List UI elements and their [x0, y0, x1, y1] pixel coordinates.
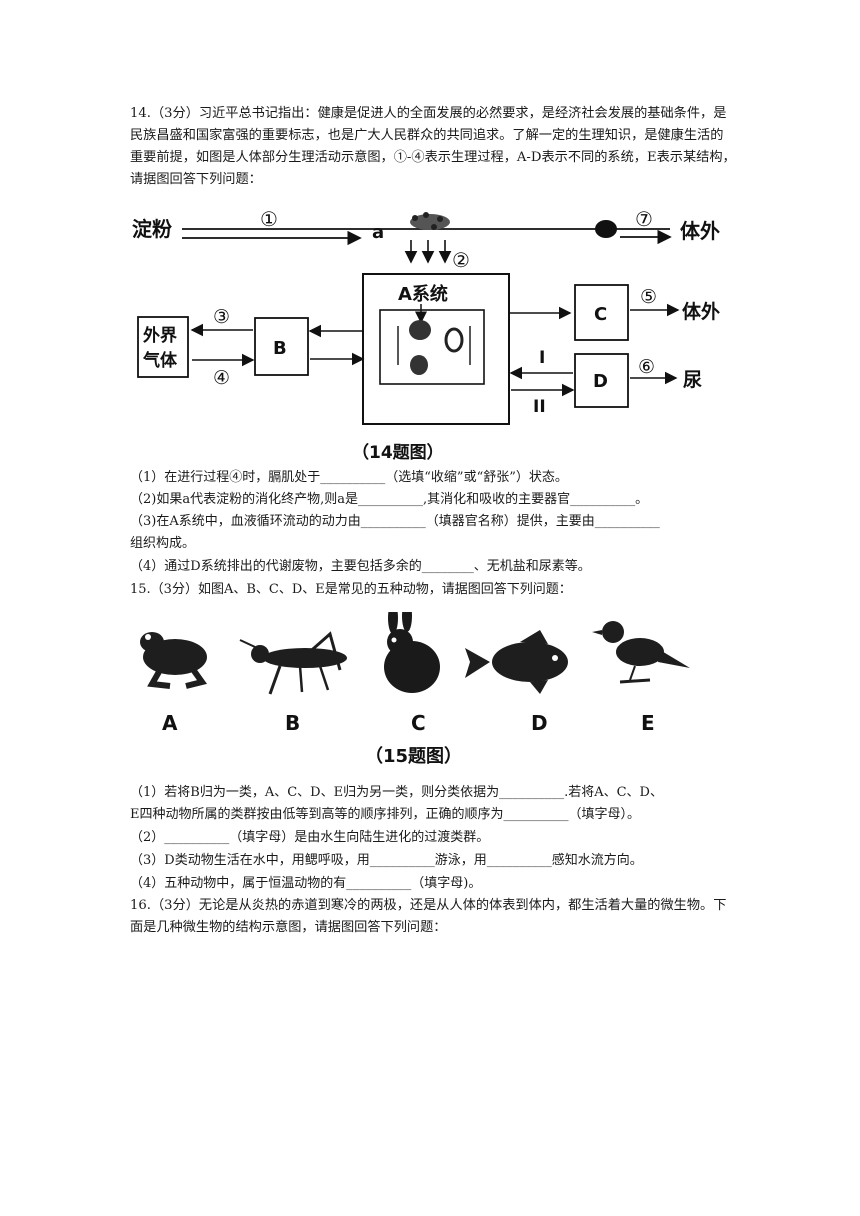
figure-15-animals: A B C D E （15题图） — [140, 612, 690, 767]
q15-sub2: （2）__________（填字母）是由水生向陆生进化的过渡类群。 — [130, 830, 490, 845]
bird-icon — [592, 621, 690, 684]
fig14-outside-1: 体外 — [680, 219, 720, 243]
fig15-label-d: D — [531, 711, 548, 735]
fig14-gas-line2: 气体 — [142, 350, 178, 371]
q14-intro: 14.（3分）习近平总书记指出：健康是促进人的全面发展的必然要求，是经济社会发展… — [130, 106, 736, 187]
fig15-label-b: B — [285, 711, 300, 735]
fig14-system-a: A系统 — [398, 283, 448, 305]
fig14-route-ii: II — [533, 397, 546, 417]
q15-sub4: （4）五种动物中，属于恒温动物的有__________（填字母)。 — [130, 876, 482, 891]
fig15-label-a: A — [162, 711, 178, 735]
feces-icon — [595, 220, 617, 238]
heart-chambers-icon — [409, 320, 464, 375]
q14-sub4: （4）通过D系统排出的代谢废物，主要包括多余的________、无机盐和尿素等。 — [130, 559, 591, 574]
fig14-b-label: B — [273, 338, 287, 359]
fig15-label-c: C — [411, 711, 426, 735]
q16-intro: 16.（3分）无论是从炎热的赤道到寒冷的两极，还是从人体的体表到体内，都生活着大… — [130, 898, 727, 935]
q14-sub1: （1）在进行过程④时，膈肌处于__________（选填“收缩”或“舒张”）状态… — [130, 470, 568, 485]
figure-14-diagram: 淀粉 ① a ② ⑦ 体外 A系统 B 外界 气体 ③ ④ C ⑤ — [132, 207, 720, 463]
fish-icon — [465, 630, 568, 694]
fig14-c-label: C — [594, 304, 607, 325]
fig14-process-1: ① — [260, 207, 278, 231]
q14-sub3b: 组织构成。 — [130, 536, 196, 551]
fig15-label-e: E — [641, 711, 655, 735]
fig14-gas-line1: 外界 — [143, 325, 177, 346]
chyme-icon — [410, 212, 450, 230]
fig14-process-7: ⑦ — [635, 207, 653, 231]
fig15-caption: （15题图） — [365, 746, 462, 767]
fig14-process-2: ② — [452, 248, 470, 272]
fig14-d-label: D — [593, 371, 608, 392]
rabbit-icon — [384, 612, 440, 693]
grasshopper-icon — [239, 631, 347, 695]
fig14-a-label: a — [372, 222, 384, 243]
fig14-process-6: ⑥ — [638, 356, 655, 378]
q15-sub3: （3）D类动物生活在水中，用鳃呼吸，用__________游泳，用_______… — [130, 853, 643, 868]
fig14-route-i: I — [539, 348, 545, 368]
q15-sub1b: E四种动物所属的类群按由低等到高等的顺序排列，正确的顺序为__________（… — [130, 807, 640, 822]
fig14-process-5: ⑤ — [640, 286, 657, 308]
q15-sub1a: （1）若将B归为一类，A、C、D、E归为另一类，则分类依据为__________… — [130, 785, 663, 800]
fig14-starch-label: 淀粉 — [132, 217, 172, 241]
q14-sub2: （2)如果a代表淀粉的消化终产物,则a是__________,其消化和吸收的主要… — [130, 492, 649, 507]
q15-intro: 15.（3分）如图A、B、C、D、E是常见的五种动物，请据图回答下列问题： — [130, 582, 572, 597]
fig14-process-4: ④ — [213, 367, 230, 389]
fig14-urine: 尿 — [683, 369, 702, 391]
fig14-process-3: ③ — [213, 306, 230, 328]
q14-sub3a: （3)在A系统中，血液循环流动的动力由__________（填器官名称）提供，主… — [130, 514, 660, 529]
fig14-caption: （14题图） — [352, 442, 444, 463]
fig14-outside-2: 体外 — [682, 300, 720, 323]
frog-icon — [140, 632, 208, 689]
